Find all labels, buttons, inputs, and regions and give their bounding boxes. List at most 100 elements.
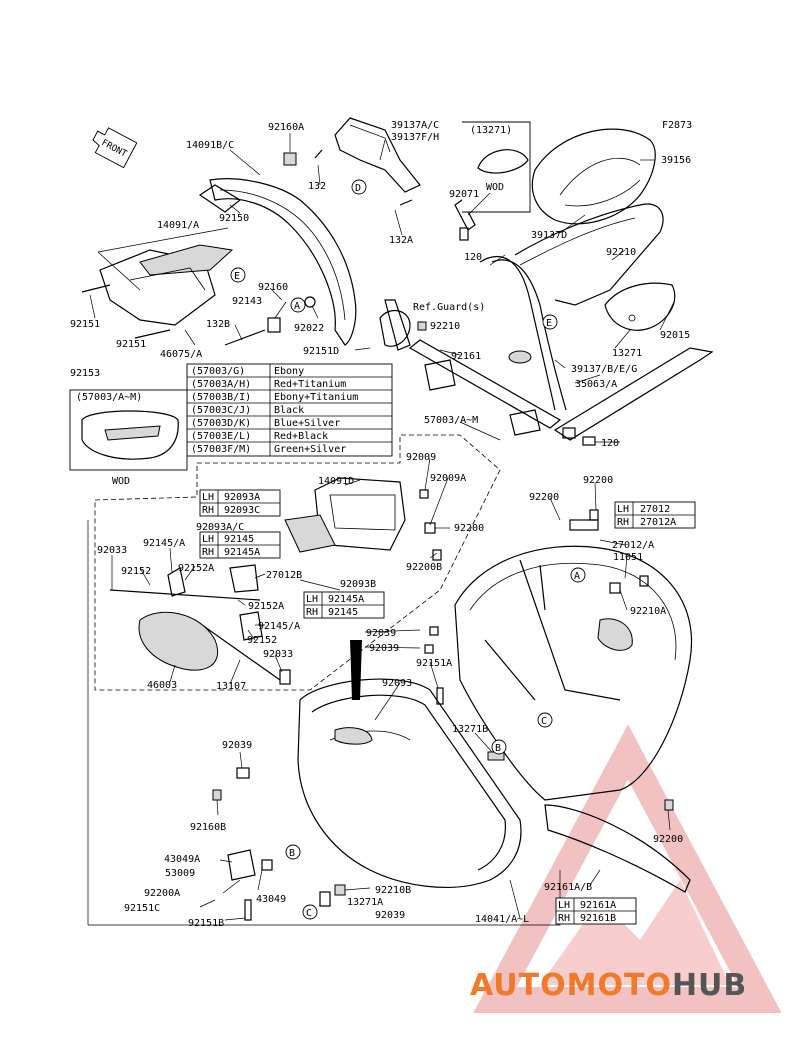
label-14091bc: 14091B/C <box>186 140 234 151</box>
label-92093b: 92093B <box>340 579 376 590</box>
color-code-5: (57003E/L) <box>191 431 251 442</box>
guard-drawing <box>379 299 562 436</box>
label-132: 132 <box>308 181 326 192</box>
label-92160b: 92160B <box>190 822 226 833</box>
color-name-2: Ebony+Titanium <box>274 392 358 403</box>
t92161-lh-tag: LH <box>558 900 570 911</box>
label-92022: 92022 <box>294 323 324 334</box>
t27012-lh-tag: LH <box>617 504 629 515</box>
color-name-5: Red+Black <box>274 431 328 442</box>
label-14091a: 14091/A <box>157 220 199 231</box>
label-27012a: 27012/A <box>612 540 654 551</box>
label-92210-top: 92210 <box>606 247 636 258</box>
emblem-box-label: (57003/A~M) <box>76 392 142 403</box>
label-92009: 92009 <box>406 452 436 463</box>
label-46075a: 46075/A <box>160 349 202 360</box>
circle-a-1: A <box>294 301 300 312</box>
rear-fender-drawing <box>81 117 476 346</box>
t92145-rh: 92145A <box>224 547 260 558</box>
circle-b-1: B <box>495 743 501 754</box>
label-92152: 92152 <box>121 566 151 577</box>
label-92033-l: 92033 <box>97 545 127 556</box>
color-name-4: Blue+Silver <box>274 418 340 429</box>
label-92145a-l: 92145/A <box>143 538 185 549</box>
inset-label-13271: (13271) <box>470 125 512 136</box>
label-92210b: 92210B <box>375 885 411 896</box>
label-39137d: 39137D <box>531 230 567 241</box>
color-code-1: (57003A/H) <box>191 379 251 390</box>
label-92210-mid: 92210 <box>430 321 460 332</box>
t27012-lh: 27012 <box>640 504 670 515</box>
label-14041: 14041/A~L <box>475 914 529 925</box>
t92161-rh-tag: RH <box>558 913 570 924</box>
t92145b-rh-tag: RH <box>306 607 318 618</box>
label-92152a: 92152A <box>178 563 214 574</box>
label-92015: 92015 <box>660 330 690 341</box>
t92093-rh: 92093C <box>224 505 260 516</box>
label-27012b: 27012B <box>266 570 302 581</box>
watermark-logo-icon <box>473 724 782 1013</box>
watermark-part1: AUTOMOTO <box>470 968 672 1003</box>
label-13271: 13271 <box>612 348 642 359</box>
callout-letters: D E A E A C B B C <box>230 179 586 920</box>
label-92200b: 92200B <box>406 562 442 573</box>
color-code-2: (57003B/I) <box>191 392 251 403</box>
circle-a-2: A <box>574 571 580 582</box>
t92093-lh-tag: LH <box>202 492 214 503</box>
t92145b-rh: 92145 <box>328 607 358 618</box>
label-132b: 132B <box>206 319 230 330</box>
table-92093: LH 92093A RH 92093C <box>199 489 281 517</box>
label-92039-c: 92039 <box>222 740 252 751</box>
label-92093: 92093 <box>382 678 412 689</box>
label-39137ac: 39137A/C <box>391 120 439 131</box>
circle-c-2: C <box>306 908 312 919</box>
label-ref-guard: Ref.Guard(s) <box>413 302 485 313</box>
color-code-6: (57003F/M) <box>191 444 251 455</box>
label-39137beg: 39137/B/E/G <box>571 364 637 375</box>
latch-mechanism-drawing <box>109 477 406 685</box>
watermark-text: AUTOMOTOHUB <box>470 968 747 1003</box>
label-92093ac: 92093A/C <box>196 522 244 533</box>
backrest-drawing <box>479 128 714 441</box>
t92145-rh-tag: RH <box>202 547 214 558</box>
emblem-wod-box: (57003/A~M) WOD <box>69 389 188 487</box>
label-92161ab: 92161A/B <box>544 882 592 893</box>
label-92143: 92143 <box>232 296 262 307</box>
label-92151b: 92151B <box>188 918 224 929</box>
label-92039-b: 92039 <box>369 643 399 654</box>
label-92200-top: 92200 <box>583 475 613 486</box>
t92145-lh-tag: LH <box>202 534 214 545</box>
t27012-rh-tag: RH <box>617 517 629 528</box>
label-92151c: 92151C <box>124 903 160 914</box>
label-92033-2: 92033 <box>263 649 293 660</box>
t92145b-lh: 92145A <box>328 594 364 605</box>
color-name-0: Ebony <box>274 366 304 377</box>
wod-inset-box: (13271) WOD <box>462 121 531 213</box>
latch-subassembly-outline <box>94 434 501 691</box>
t92093-rh-tag: RH <box>202 505 214 516</box>
part-labels: 14091B/C 92160A 39137A/C 39137F/H 39156 … <box>70 120 691 929</box>
label-11051: 11051 <box>613 552 643 563</box>
label-92145a-2: 92145/A <box>258 621 300 632</box>
label-35063a: 35063/A <box>575 379 617 390</box>
label-92039-d: 92039 <box>375 910 405 921</box>
label-92200-mid: 92200 <box>529 492 559 503</box>
color-code-3: (57003C/J) <box>191 405 251 416</box>
label-92152a-2: 92152A <box>248 601 284 612</box>
hardware-fasteners <box>212 321 674 921</box>
label-92152-2: 92152 <box>247 635 277 646</box>
label-43049: 43049 <box>256 894 286 905</box>
leader-lines <box>89 133 676 921</box>
table-92145b: LH 92145A RH 92145 <box>303 591 385 619</box>
label-14091d: 14091D <box>318 476 354 487</box>
color-code-4: (57003D/K) <box>191 418 251 429</box>
label-92151-left: 92151 <box>70 319 100 330</box>
label-92153: 92153 <box>70 368 100 379</box>
t92161-rh: 92161B <box>580 913 616 924</box>
circle-e-1: E <box>234 271 240 282</box>
label-46003: 46003 <box>147 680 177 691</box>
watermark-part2: HUB <box>671 968 748 1003</box>
circle-c-1: C <box>541 716 547 727</box>
label-13271b: 13271B <box>452 724 488 735</box>
